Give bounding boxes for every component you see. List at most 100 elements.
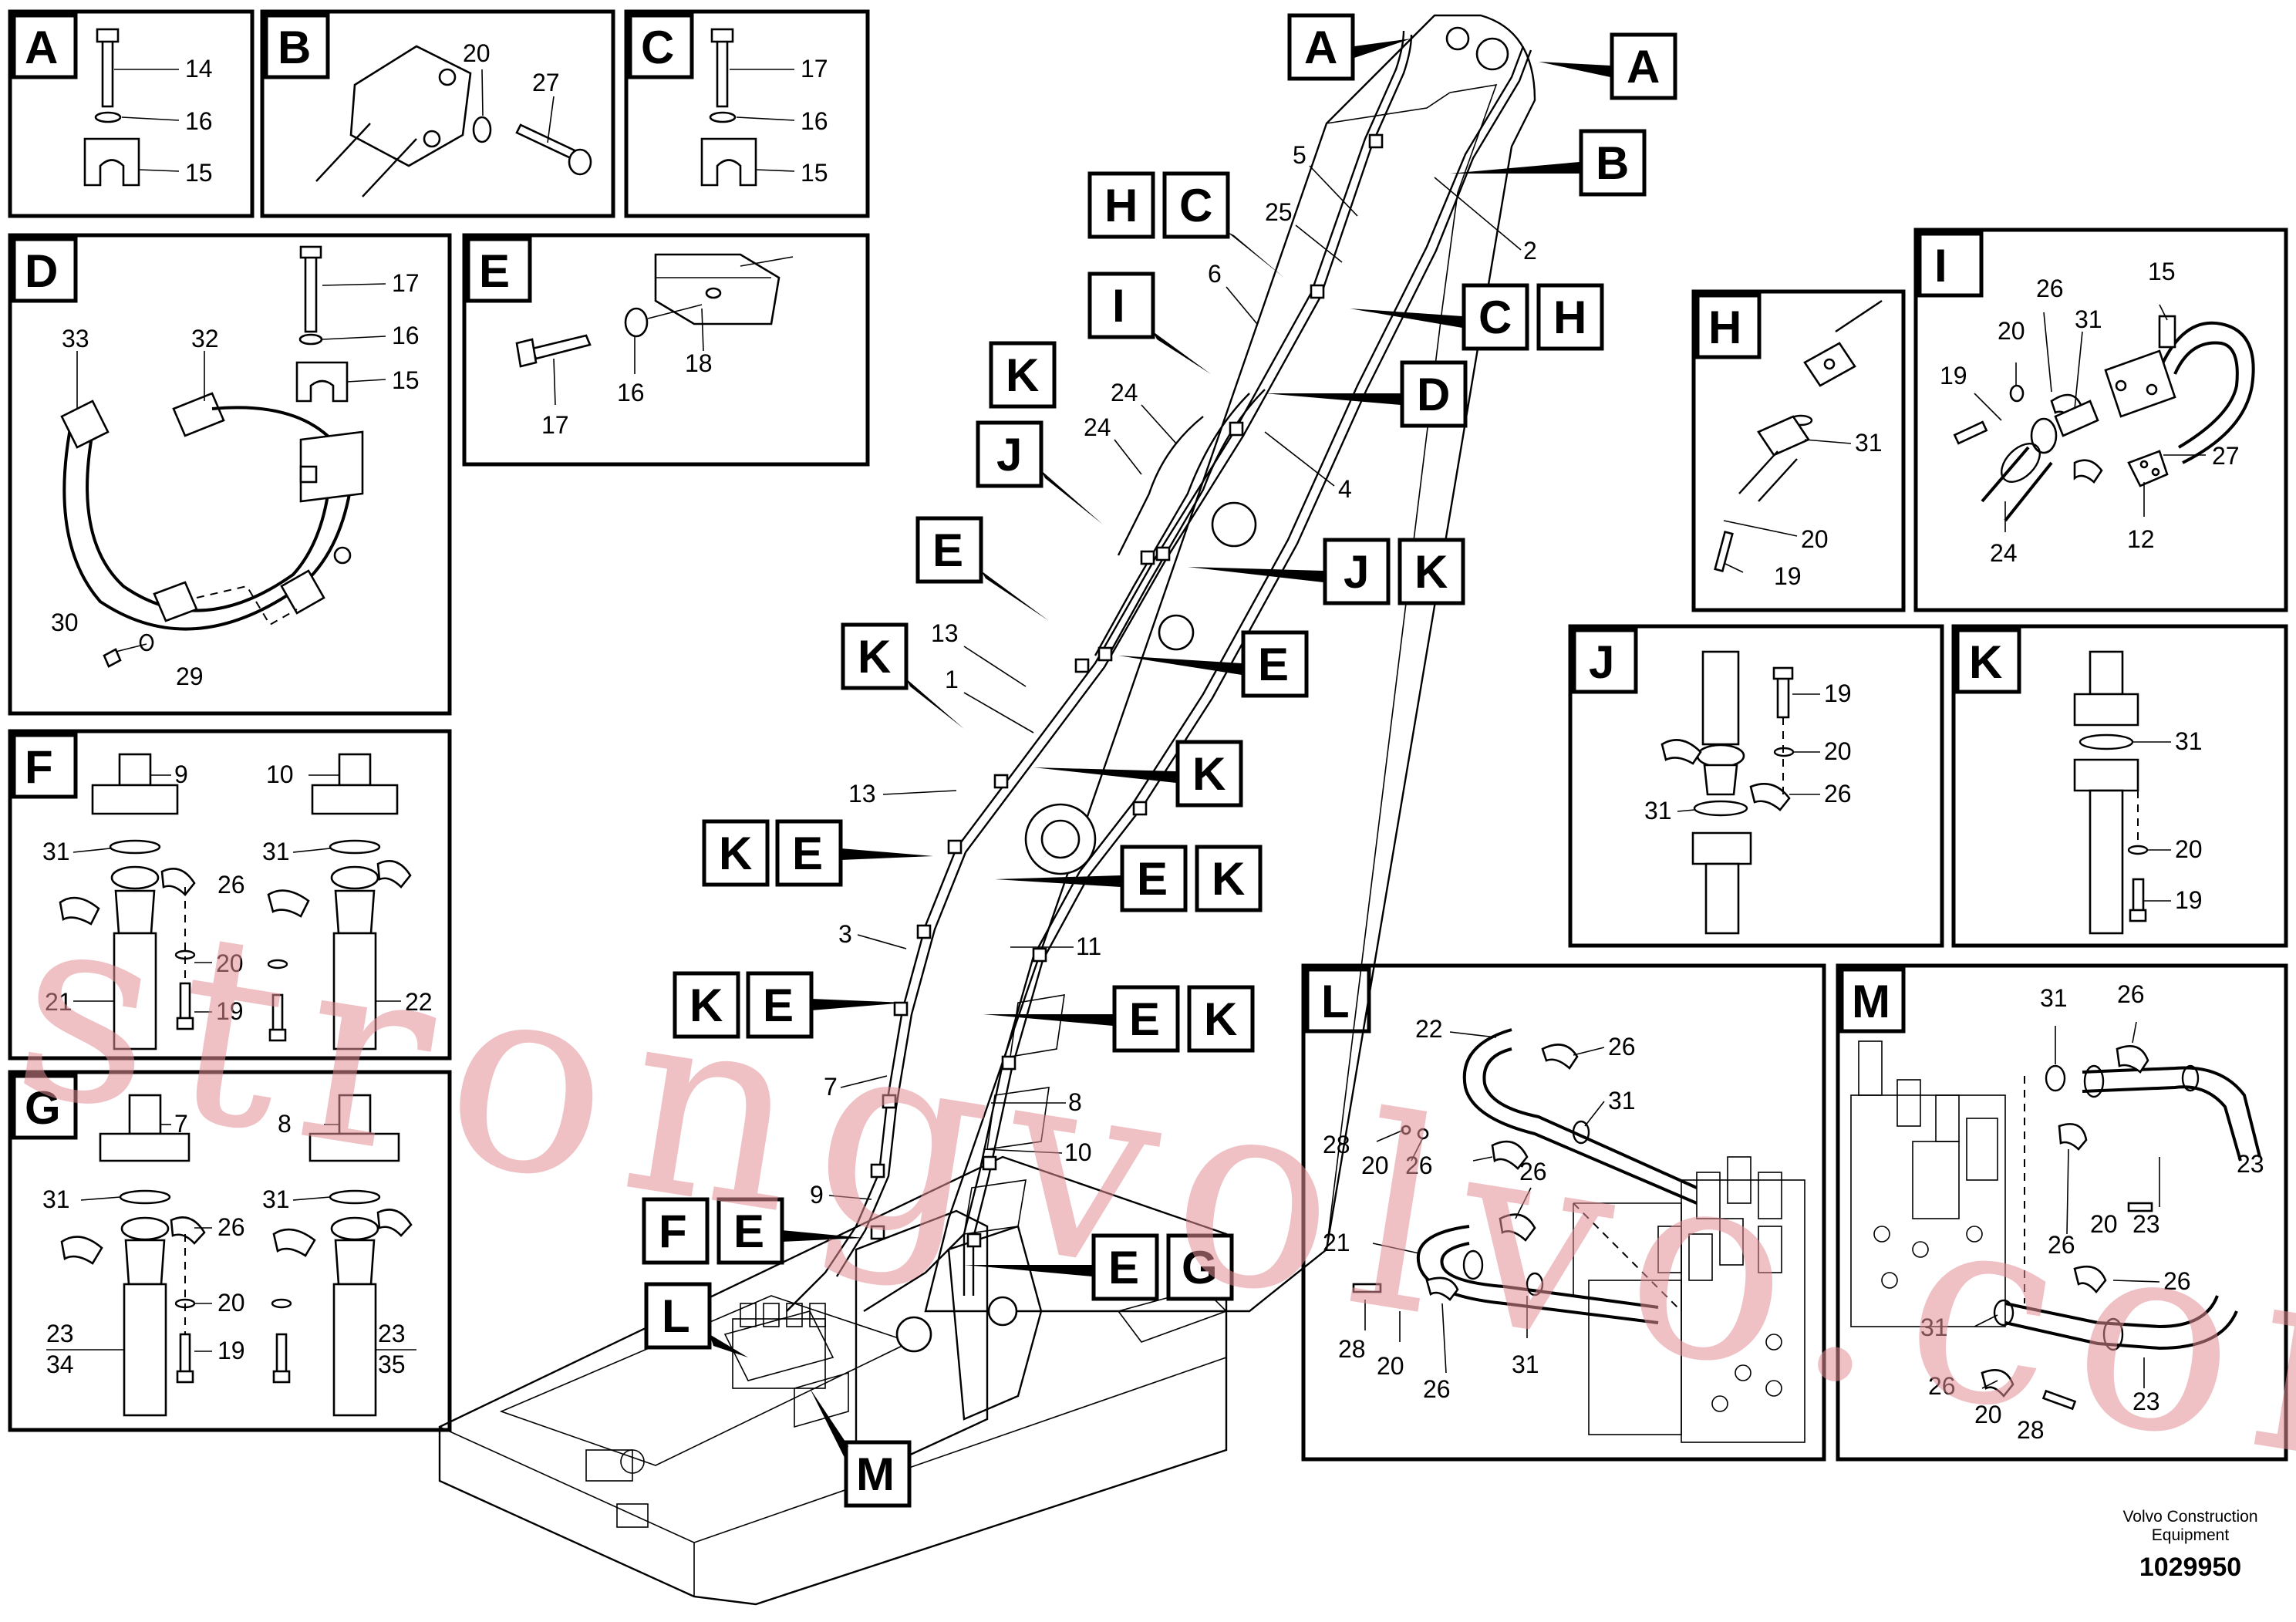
callout-20: 20 — [2175, 835, 2203, 863]
detail-panel-c: C 17 16 15 — [624, 9, 870, 218]
callout-7: 7 — [824, 1073, 838, 1101]
callout-33: 33 — [62, 325, 89, 352]
callout-8: 8 — [278, 1110, 292, 1138]
tag-e: E — [1129, 993, 1160, 1045]
callout-22: 22 — [1415, 1015, 1443, 1043]
callout-19: 19 — [1940, 362, 1967, 389]
panel-tag: L — [1321, 976, 1350, 1027]
panel-tag: J — [1589, 636, 1614, 688]
callout-21: 21 — [45, 988, 72, 1016]
callout-23: 23 — [2132, 1388, 2160, 1415]
tag-k: K — [1414, 546, 1448, 598]
callout-13: 13 — [848, 780, 876, 808]
callout-2: 2 — [1523, 237, 1537, 265]
tag-e: E — [1258, 639, 1289, 690]
callout-23: 23 — [378, 1320, 406, 1347]
callout-9: 9 — [174, 760, 188, 788]
panel-tag: E — [479, 245, 510, 297]
panel-tag: C — [641, 22, 674, 73]
tag-e: E — [1108, 1242, 1139, 1293]
tag-e: E — [932, 524, 963, 576]
tag-a: A — [1304, 22, 1337, 73]
panel-tag: A — [25, 22, 58, 73]
callout-20: 20 — [463, 39, 491, 67]
tag-b: B — [1596, 137, 1629, 189]
callout-16: 16 — [185, 107, 213, 135]
callout-11: 11 — [1076, 932, 1101, 960]
tag-h: H — [1104, 180, 1138, 231]
callout-18: 18 — [685, 349, 713, 377]
callout-17: 17 — [541, 411, 569, 439]
callout-5: 5 — [1293, 141, 1306, 169]
callout-4: 4 — [1338, 475, 1352, 503]
callout-13: 13 — [931, 619, 959, 647]
tag-k: K — [1212, 853, 1245, 905]
callout-26: 26 — [1423, 1375, 1451, 1403]
panel-tag: G — [25, 1082, 61, 1134]
detail-panel-m: M — [1836, 963, 2288, 1462]
callout-24: 24 — [1111, 379, 1138, 406]
callout-26: 26 — [1405, 1152, 1433, 1179]
callout-19: 19 — [216, 997, 244, 1025]
tag-e: E — [792, 828, 823, 879]
drawing-number: 1029950 — [2139, 1553, 2242, 1582]
callout-32: 32 — [191, 325, 219, 352]
callout-27: 27 — [2212, 442, 2240, 470]
callout-17: 17 — [801, 55, 828, 83]
callout-20: 20 — [217, 1289, 245, 1317]
tag-l: L — [662, 1290, 690, 1342]
callout-15: 15 — [185, 159, 213, 187]
callout-26: 26 — [1608, 1033, 1636, 1061]
callout-20: 20 — [216, 949, 244, 977]
callout-20: 20 — [2090, 1210, 2118, 1238]
detail-panel-i: I 26 15 20 31 19 27 24 12 — [1913, 228, 2288, 612]
callout-16: 16 — [801, 107, 828, 135]
callout-7: 7 — [174, 1110, 188, 1138]
detail-panel-d: D 17 16 15 33 32 30 29 — [8, 233, 452, 716]
callout-20: 20 — [1377, 1352, 1404, 1380]
callout-31: 31 — [2040, 984, 2068, 1012]
tag-e: E — [1137, 853, 1168, 905]
publisher-line-1: Volvo Construction — [2122, 1508, 2258, 1526]
callout-23: 23 — [2132, 1210, 2160, 1238]
callout-31: 31 — [42, 838, 70, 865]
panel-tag: I — [1934, 240, 1947, 292]
tag-h: H — [1553, 292, 1586, 343]
tag-c: C — [1478, 292, 1512, 343]
callout-19: 19 — [1774, 562, 1802, 590]
callout-14: 14 — [185, 55, 213, 83]
tag-k: K — [1204, 993, 1237, 1045]
callout-30: 30 — [51, 609, 79, 636]
callout-10: 10 — [266, 760, 294, 788]
tag-e: E — [763, 980, 794, 1031]
callout-15: 15 — [392, 366, 420, 394]
callout-19: 19 — [217, 1337, 245, 1364]
panel-tag: H — [1708, 302, 1741, 353]
panel-tag: M — [1852, 976, 1890, 1027]
tag-g: G — [1182, 1242, 1218, 1293]
panel-tag: F — [25, 741, 53, 793]
tag-k: K — [1006, 349, 1039, 401]
callout-6: 6 — [1208, 260, 1222, 288]
callout-26: 26 — [1928, 1372, 1956, 1400]
callout-31: 31 — [1920, 1313, 1948, 1341]
tag-c: C — [1179, 180, 1212, 231]
callout-31: 31 — [1608, 1087, 1636, 1114]
callout-26: 26 — [2163, 1267, 2191, 1295]
callout-19: 19 — [1824, 679, 1852, 707]
callout-34: 34 — [46, 1351, 74, 1378]
callout-26: 26 — [2036, 275, 2064, 302]
callout-31: 31 — [1644, 797, 1672, 824]
callout-24: 24 — [1990, 539, 2018, 567]
tag-m: M — [856, 1448, 895, 1500]
detail-panel-e: E 18 17 16 — [462, 233, 870, 467]
panel-tag: D — [25, 245, 58, 297]
callout-22: 22 — [405, 988, 433, 1016]
callout-8: 8 — [1068, 1088, 1082, 1116]
callout-19: 19 — [2175, 886, 2203, 914]
callout-26: 26 — [217, 1213, 245, 1241]
publisher-line-2: Equipment — [2151, 1526, 2230, 1544]
main-assembly: 5 25 2 6 24 24 4 13 1 13 3 11 7 8 10 9 A — [438, 13, 1677, 1606]
callout-31: 31 — [42, 1185, 70, 1213]
callout-24: 24 — [1084, 413, 1111, 441]
